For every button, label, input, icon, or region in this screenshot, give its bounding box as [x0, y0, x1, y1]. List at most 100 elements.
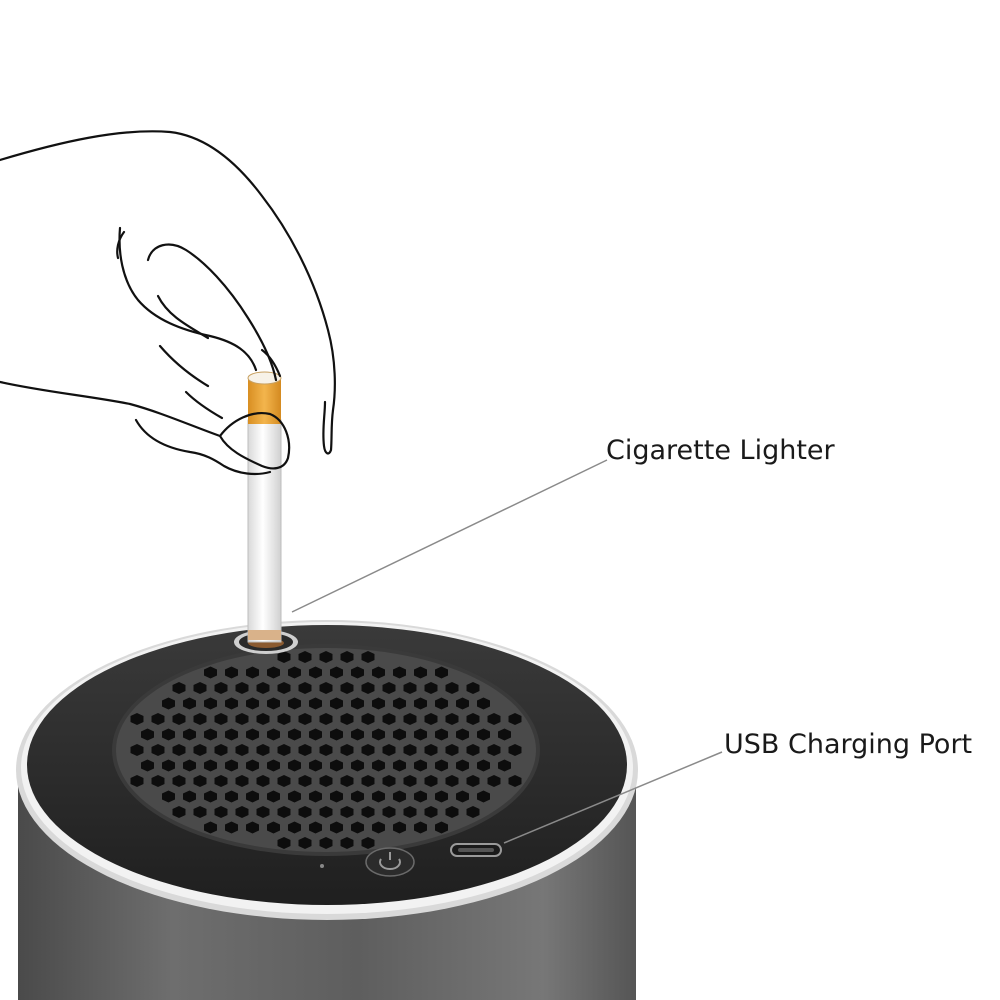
vent-hole — [361, 744, 375, 756]
vent-hole — [403, 713, 417, 725]
vent-hole — [172, 806, 186, 818]
vent-hole — [130, 744, 144, 756]
cigarette-icon — [247, 371, 282, 643]
vent-hole — [288, 666, 301, 679]
vent-hole — [361, 682, 375, 694]
vent-hole — [309, 666, 322, 679]
vent-hole — [393, 697, 406, 710]
vent-hole — [340, 713, 354, 725]
vent-hole — [330, 728, 343, 741]
vent-hole — [477, 790, 490, 803]
vent-hole — [141, 759, 154, 772]
vent-hole — [477, 759, 490, 772]
vent-hole — [267, 759, 280, 772]
vent-hole — [372, 666, 385, 679]
vent-hole — [403, 806, 417, 818]
vent-hole — [382, 775, 396, 787]
vent-hole — [141, 728, 154, 741]
vent-hole — [351, 666, 364, 679]
vent-hole — [193, 806, 207, 818]
vent-hole — [445, 775, 459, 787]
vent-hole — [309, 790, 322, 803]
vent-hole — [225, 666, 238, 679]
lighter-leader-line — [291, 459, 608, 613]
vent-hole — [393, 790, 406, 803]
vent-hole — [361, 775, 375, 787]
cigarette-lighter-label: Cigarette Lighter — [606, 435, 835, 466]
vent-hole — [267, 728, 280, 741]
vent-hole — [351, 759, 364, 772]
vent-hole — [193, 744, 207, 756]
vent-hole — [298, 713, 312, 725]
vent-hole — [319, 837, 333, 849]
vent-hole — [246, 790, 259, 803]
vent-hole — [508, 744, 522, 756]
vent-hole — [183, 728, 196, 741]
vent-hole — [456, 728, 469, 741]
vent-hole — [130, 713, 144, 725]
hand-illustration — [0, 130, 336, 476]
vent-hole — [288, 790, 301, 803]
vent-hole — [351, 728, 364, 741]
vent-hole — [225, 759, 238, 772]
vent-hole — [309, 821, 322, 834]
vent-hole — [445, 744, 459, 756]
vent-hole — [319, 682, 333, 694]
vent-hole — [435, 697, 448, 710]
vent-hole — [393, 728, 406, 741]
vent-hole — [403, 744, 417, 756]
vent-hole — [435, 790, 448, 803]
vent-hole — [340, 837, 354, 849]
vent-hole — [340, 651, 354, 663]
vent-hole — [414, 666, 427, 679]
vent-hole — [466, 775, 480, 787]
vent-hole — [246, 821, 259, 834]
vent-hole — [403, 775, 417, 787]
vent-hole — [456, 697, 469, 710]
vent-hole — [508, 775, 522, 787]
vent-hole — [456, 790, 469, 803]
vent-hole — [235, 713, 249, 725]
vent-hole — [183, 759, 196, 772]
vent-hole — [151, 713, 165, 725]
usb-port-icon[interactable] — [450, 843, 502, 857]
vent-hole — [277, 806, 291, 818]
vent-hole — [414, 790, 427, 803]
vent-hole — [372, 728, 385, 741]
vent-hole — [477, 728, 490, 741]
vent-hole — [204, 759, 217, 772]
vent-hole — [414, 728, 427, 741]
vent-hole — [172, 713, 186, 725]
vent-hole — [466, 744, 480, 756]
vent-hole — [340, 806, 354, 818]
vent-hole — [183, 790, 196, 803]
vent-hole — [204, 666, 217, 679]
vent-hole — [330, 759, 343, 772]
vent-hole — [214, 744, 228, 756]
vent-hole — [162, 697, 175, 710]
vent-hole — [330, 790, 343, 803]
vent-hole — [256, 806, 270, 818]
vent-hole — [235, 682, 249, 694]
vent-hole — [424, 713, 438, 725]
vent-hole — [435, 759, 448, 772]
vent-hole — [414, 759, 427, 772]
vent-hole — [298, 837, 312, 849]
vent-hole — [309, 728, 322, 741]
usb-leader-line — [503, 751, 723, 844]
vent-hole — [393, 759, 406, 772]
power-button-icon[interactable] — [365, 847, 415, 877]
vent-hole — [172, 744, 186, 756]
vent-hole — [204, 728, 217, 741]
vent-hole — [267, 790, 280, 803]
vent-hole — [372, 759, 385, 772]
vent-hole — [508, 713, 522, 725]
vent-hole — [172, 775, 186, 787]
vent-hole — [498, 728, 511, 741]
vent-hole — [162, 790, 175, 803]
vent-hole — [162, 728, 175, 741]
vent-hole — [204, 697, 217, 710]
vent-hole — [309, 697, 322, 710]
vent-hole — [319, 744, 333, 756]
